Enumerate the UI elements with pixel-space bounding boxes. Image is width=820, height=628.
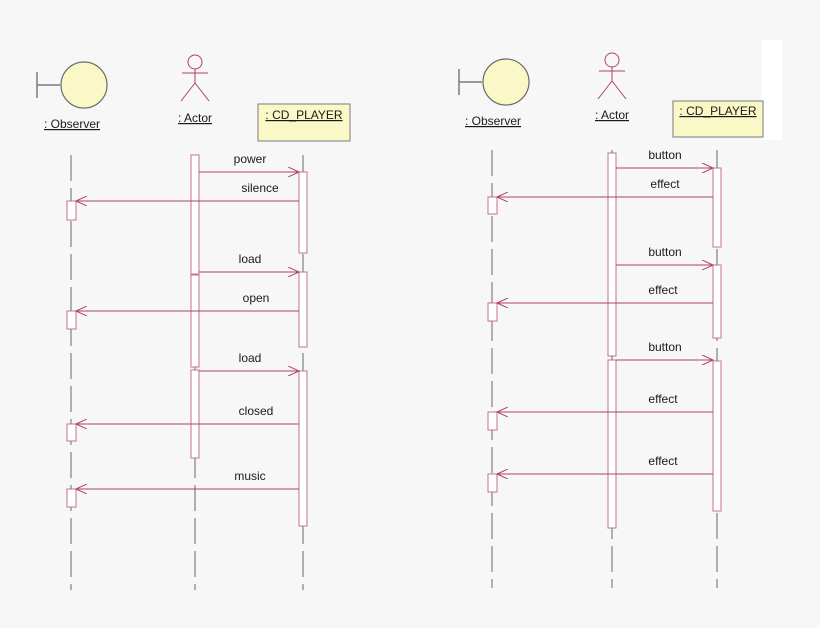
actor-icon-right-leg: [611, 80, 627, 100]
white-panel: [762, 40, 782, 140]
activation-bar-observer: [487, 302, 498, 322]
activation-bar-actor: [190, 274, 200, 368]
activation-bar-cd: [712, 167, 722, 248]
activation-bar-cd: [712, 264, 722, 339]
actor-icon: [180, 54, 210, 102]
participant-label: : CD_PLAYER: [265, 108, 342, 122]
activation-bar-actor: [607, 359, 617, 529]
participant-label: : Observer: [44, 117, 100, 131]
actor-icon-right-leg: [194, 82, 210, 102]
boundary-icon: [458, 58, 530, 106]
actor-icon-head: [187, 54, 203, 70]
actor-icon-head: [604, 52, 620, 68]
object-box: [672, 100, 764, 138]
message-label: closed: [239, 404, 274, 418]
activation-bar-actor: [190, 369, 200, 459]
boundary-icon: [36, 61, 108, 109]
activation-bar-actor: [607, 152, 617, 357]
message-label: button: [648, 148, 681, 162]
message-label: effect: [650, 177, 680, 191]
message-label: effect: [648, 392, 678, 406]
boundary-icon-circle: [60, 61, 108, 109]
message-label: music: [234, 469, 265, 483]
participant-label: : CD_PLAYER: [679, 104, 756, 118]
actor-icon-left-leg: [597, 80, 613, 100]
message-label: load: [239, 252, 262, 266]
boundary-icon-circle: [482, 58, 530, 106]
actor-icon-left-leg: [180, 82, 196, 102]
activation-bar-cd: [712, 360, 722, 512]
activation-bar-observer: [66, 423, 77, 442]
participant-label: : Actor: [178, 111, 212, 125]
activation-bar-cd: [298, 171, 308, 254]
activation-bar-observer: [487, 411, 498, 431]
message-label: power: [234, 152, 267, 166]
activation-bar-observer: [487, 473, 498, 493]
message-label: load: [239, 351, 262, 365]
activation-bar-observer: [66, 488, 77, 508]
message-label: effect: [648, 454, 678, 468]
message-label: button: [648, 245, 681, 259]
message-label: effect: [648, 283, 678, 297]
activation-bar-cd: [298, 271, 308, 348]
message-label: silence: [241, 181, 279, 195]
participant-label: : Observer: [465, 114, 521, 128]
activation-bar-observer: [487, 196, 498, 215]
activation-bar-observer: [66, 200, 77, 221]
activation-bar-actor: [190, 154, 200, 275]
activation-bar-observer: [66, 310, 77, 330]
object-box: [257, 103, 351, 142]
participant-label: : Actor: [595, 108, 629, 122]
activation-bar-cd: [298, 370, 308, 527]
message-label: open: [243, 291, 270, 305]
message-label: button: [648, 340, 681, 354]
actor-icon: [597, 52, 627, 100]
